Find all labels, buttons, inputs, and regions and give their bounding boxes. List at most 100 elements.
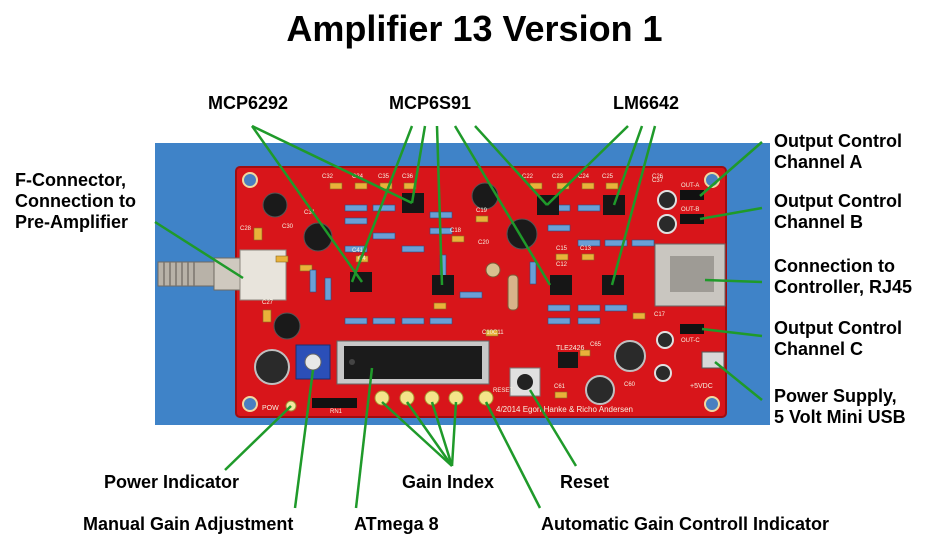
electrolytic-cap-4 <box>657 214 677 234</box>
resistor-network-rn1 <box>312 398 357 408</box>
silk-cap-label: C37 <box>652 178 664 184</box>
label-power-supply-line-1: Power Supply, <box>774 386 897 406</box>
chip-lm6642-b <box>550 275 572 295</box>
label-reset: Reset <box>560 472 610 492</box>
silk-power: POW <box>262 405 279 412</box>
header-out-a <box>680 190 704 200</box>
trimmer-3 <box>273 312 301 340</box>
silk-cap-label: C25 <box>602 174 614 180</box>
leader-mcp6s91-5 <box>474 125 548 206</box>
leader-mcp6292-a <box>251 124 413 205</box>
led-gain-2 <box>399 390 415 406</box>
leader-gain-3 <box>430 401 454 467</box>
leader-output-c <box>701 327 763 338</box>
silk-cap-label: C10C11 <box>482 330 504 336</box>
label-output-b: Output Control Channel B <box>774 191 902 233</box>
silk-cap-label: C30 <box>282 224 294 230</box>
silk-cap-label: C18 <box>450 228 462 234</box>
silk-cap-label: C35 <box>378 174 390 180</box>
silk-cap-label: C22 <box>522 174 534 180</box>
label-output-a-line-2: Channel A <box>774 152 863 172</box>
led-auto-gain <box>478 390 494 406</box>
label-rj45-line-2: Controller, RJ45 <box>774 277 913 297</box>
label-output-b-line-2: Channel B <box>774 212 864 232</box>
chip-mcp6s91-b <box>432 275 454 295</box>
leader-gain-4 <box>450 401 458 467</box>
f-connector-barrel <box>157 261 217 287</box>
silk-cap-label: C26 <box>652 174 664 180</box>
leader-output-b <box>699 206 763 221</box>
output-headers <box>680 190 704 334</box>
label-output-a-line-1: Output Control <box>774 131 902 151</box>
leader-manual-gain <box>293 369 315 509</box>
silk-cap-label: C17 <box>654 312 666 318</box>
label-manual-gain: Manual Gain Adjustment <box>83 514 294 534</box>
silk-out-a: OUT-A <box>681 183 699 189</box>
silkscreen-text: 4/2014 Egon Hanke & Richo Andersen +5VDC… <box>262 183 713 415</box>
leader-rj45 <box>704 278 763 284</box>
silk-cap-label: C65 <box>590 342 602 348</box>
label-lm6642: LM6642 <box>613 93 680 113</box>
label-f-connector: F-Connector, Connection to Pre-Amplifier <box>15 170 136 233</box>
silk-cap-label: C32 <box>322 174 334 180</box>
silk-cap-label: C15 <box>556 246 568 252</box>
leader-mcp6s91-3 <box>435 125 444 286</box>
mounting-hole-bottom-left <box>242 396 258 412</box>
label-output-a: Output Control Channel A <box>774 131 902 173</box>
label-atmega: ATmega 8 <box>354 514 439 534</box>
leader-lm6642-1 <box>546 125 629 206</box>
label-auto-gain: Automatic Gain Controll Indicator <box>541 514 830 534</box>
label-power-supply: Power Supply, 5 Volt Mini USB <box>774 386 906 428</box>
led-gain-1 <box>374 390 390 406</box>
mounting-hole-bottom-right <box>704 396 720 412</box>
silk-cap-label: C13 <box>580 246 592 252</box>
silk-cap-label: C12 <box>556 262 568 268</box>
label-power-supply-line-2: 5 Volt Mini USB <box>774 407 906 427</box>
trimmer-1 <box>262 192 288 218</box>
silk-out-c: OUT-C <box>681 338 700 344</box>
silk-cap-label: C36 <box>402 174 414 180</box>
leader-mcp6s91-4 <box>453 125 552 286</box>
leader-atmega <box>354 367 374 509</box>
header-out-c <box>680 324 704 334</box>
potentiometer-knob <box>304 353 322 371</box>
trimmer-5 <box>506 218 538 250</box>
page-title: Amplifier 13 Version 1 <box>286 8 663 49</box>
leader-mcp6s91-1 <box>350 125 414 283</box>
label-f-connector-line-3: Pre-Amplifier <box>15 212 129 232</box>
label-f-connector-line-1: F-Connector, <box>15 170 126 190</box>
leader-lm6642-2 <box>612 125 644 206</box>
silk-cap-label: C23 <box>552 174 564 180</box>
silk-tle: TLE2426 <box>556 345 585 352</box>
leader-mcp6292-b-placeholder <box>250 125 364 283</box>
electrolytic-cap-5 <box>656 331 674 349</box>
silk-cap-label: C24 <box>578 174 590 180</box>
silk-cap-label: C19 <box>476 208 488 214</box>
label-rj45: Connection to Controller, RJ45 <box>774 256 912 298</box>
electrolytic-cap-2 <box>585 375 615 405</box>
silk-cap-label: C60 <box>624 382 636 388</box>
leader-power-supply <box>714 361 763 401</box>
leader-mcp6s91-2 <box>410 125 427 204</box>
silk-rn1: RN1 <box>330 409 343 415</box>
leader-auto-gain <box>484 401 542 509</box>
silk-cap-label: C31 <box>304 210 316 216</box>
silk-cap-label: C27 <box>262 300 274 306</box>
silk-usb: +5VDC <box>690 383 713 390</box>
rj45-opening <box>670 256 714 292</box>
leader-gain-1 <box>381 401 453 467</box>
silk-out-b: OUT-B <box>681 207 699 213</box>
large-resistor <box>507 274 519 311</box>
label-rj45-line-1: Connection to <box>774 256 895 276</box>
electrolytic-cap-6 <box>654 364 672 382</box>
electrolytic-cap-3 <box>657 190 677 210</box>
leader-reset <box>528 389 578 467</box>
silk-cap-label: C20 <box>478 240 490 246</box>
silk-reset: RESET <box>493 388 513 394</box>
label-output-c-line-1: Output Control <box>774 318 902 338</box>
leader-gain-2 <box>405 401 454 467</box>
label-output-c-line-2: Channel C <box>774 339 864 359</box>
label-mcp6s91: MCP6S91 <box>389 93 472 113</box>
